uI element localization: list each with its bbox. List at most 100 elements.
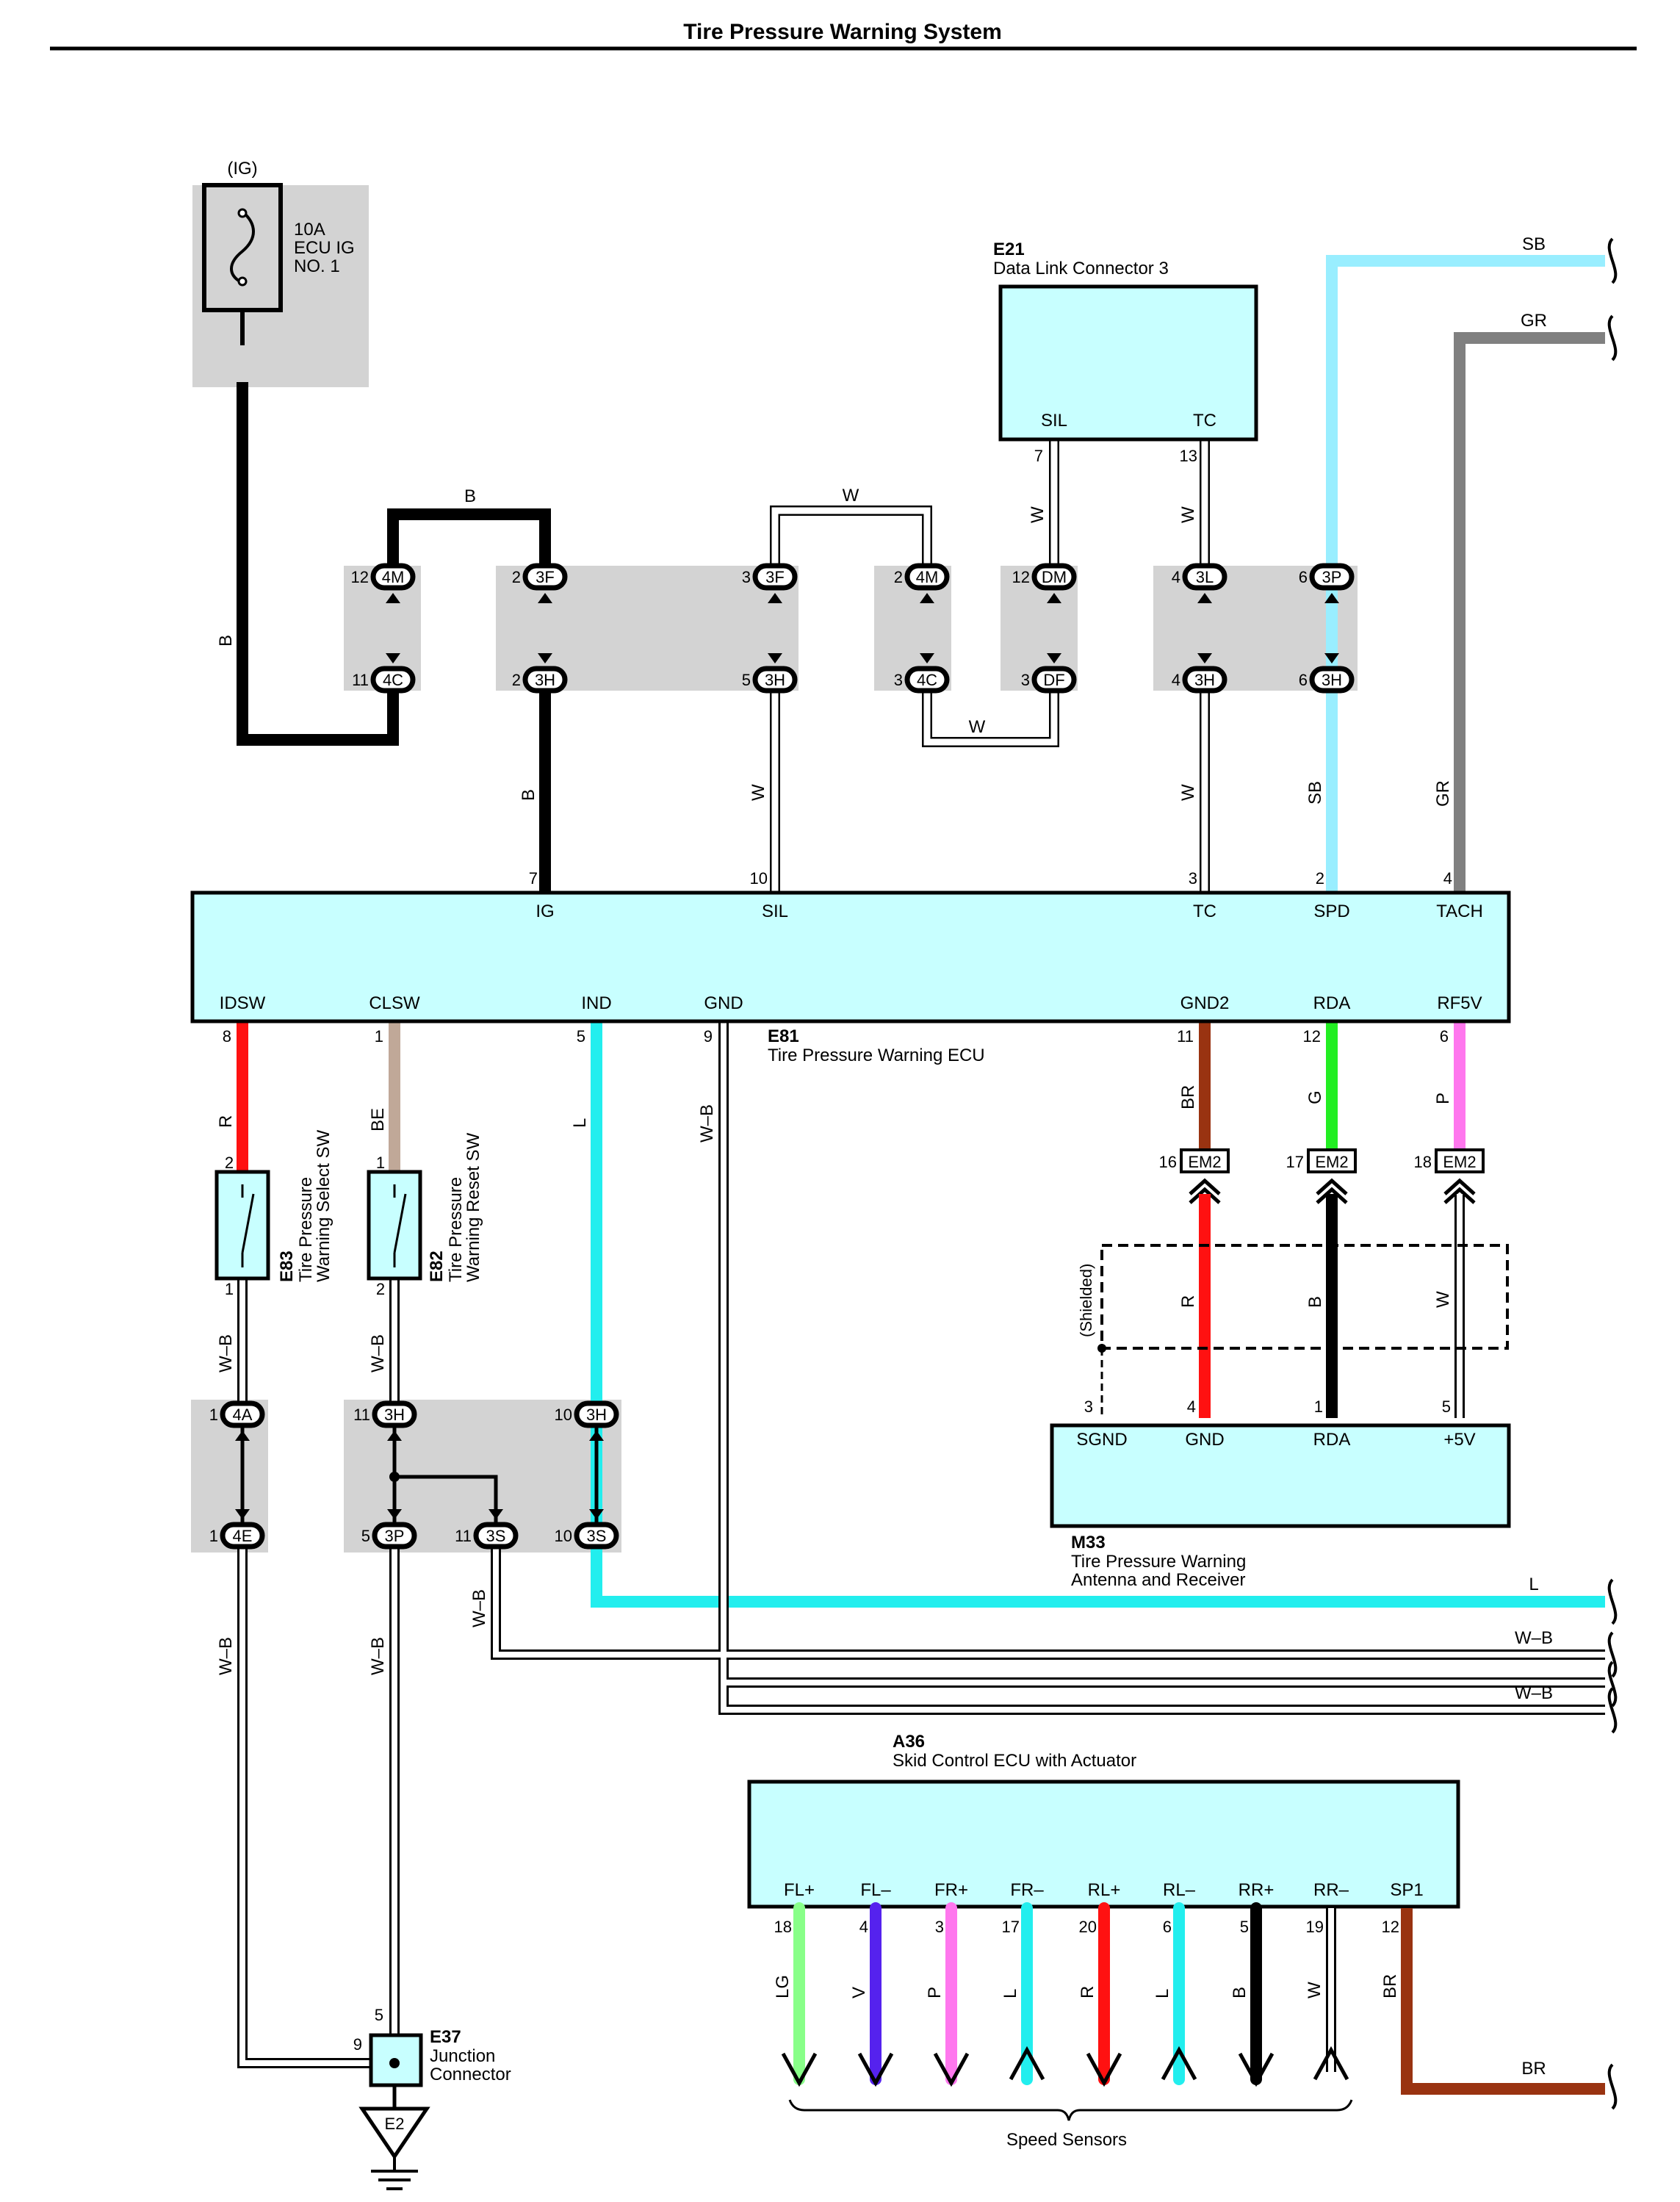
junction-connector-3h: 3H5	[742, 666, 798, 694]
svg-text:Tire Pressure Warning: Tire Pressure Warning	[1071, 1552, 1246, 1572]
wire-wb	[237, 1021, 1605, 2068]
svg-text:R: R	[216, 1115, 236, 1128]
m33-pin: 5	[1442, 1397, 1451, 1416]
skid-pins: FL+18LGFL–4VFR+3PFR–17LRL+20RRL–6LRR+5BR…	[773, 1880, 1605, 2095]
skid-pin-rr: RR+5B	[1230, 1880, 1274, 2087]
svg-text:L: L	[570, 1118, 590, 1128]
speed-sensors-brace	[788, 2099, 1353, 2121]
svg-text:3: 3	[894, 671, 903, 689]
ecu-bottom-pin-label: RDA	[1313, 993, 1351, 1013]
svg-text:GR: GR	[1521, 311, 1547, 331]
junction-connector-e37: 5 9 E37 Junction Connector E2	[353, 2006, 511, 2190]
svg-text:Junction: Junction	[430, 2046, 495, 2066]
ecu-bottom-pin: 1	[375, 1027, 383, 1046]
svg-text:B: B	[1230, 1987, 1250, 1998]
svg-text:3H: 3H	[586, 1406, 607, 1424]
e82-label: E82 Tire Pressure Warning Reset SW	[427, 1132, 483, 1282]
ecu-top-pin: 10	[750, 869, 768, 888]
wire-gr	[1454, 332, 1605, 893]
svg-text:B: B	[519, 789, 538, 801]
e82-pin-top: 1	[376, 1154, 385, 1172]
ecu-top-pin: 2	[1316, 869, 1324, 888]
fuse-name-1: ECU IG	[294, 238, 355, 258]
svg-text:FL+: FL+	[784, 1880, 815, 1900]
skid-pin-rr: RR– 19W	[1305, 1880, 1349, 2081]
svg-text:4: 4	[859, 1918, 868, 1936]
connector-arrow	[768, 593, 782, 663]
dlc-sil-pin: 7	[1034, 447, 1043, 465]
ecu-top-pin-label: SPD	[1313, 902, 1349, 921]
shield-box	[1100, 1244, 1509, 1350]
fuse-amp: 10A	[294, 220, 325, 240]
svg-text:W: W	[1178, 506, 1198, 523]
svg-text:L: L	[1529, 1575, 1538, 1594]
m33-pin-label: RDA	[1313, 1430, 1351, 1450]
svg-text:W: W	[1028, 506, 1048, 523]
ecu-top-pin-label: IG	[536, 902, 554, 921]
svg-text:Skid Control ECU with Actuator: Skid Control ECU with Actuator	[893, 1751, 1136, 1771]
dlc-sil-label: SIL	[1041, 411, 1067, 431]
svg-text:W: W	[1178, 784, 1198, 801]
wire-w	[770, 439, 1210, 893]
svg-text:4M: 4M	[916, 568, 939, 586]
svg-text:5: 5	[361, 1527, 370, 1545]
svg-text:Warning Reset SW: Warning Reset SW	[464, 1132, 483, 1282]
ecu-bottom-pin-label: RF5V	[1437, 993, 1482, 1013]
svg-text:BR: BR	[1521, 2059, 1546, 2079]
switch-e83	[214, 1170, 270, 1281]
ecu-top-pin: 7	[529, 869, 538, 888]
ecu-top-pin: 4	[1443, 869, 1452, 888]
svg-text:FR+: FR+	[934, 1880, 968, 1900]
svg-text:B: B	[1305, 1296, 1325, 1308]
e83-pin-top: 2	[225, 1154, 234, 1172]
fuse-name-2: NO. 1	[294, 256, 340, 276]
svg-text:RL–: RL–	[1163, 1880, 1196, 1900]
m33-pin: 1	[1314, 1397, 1323, 1416]
data-link-connector-e21: E21 Data Link Connector 3 SIL TC 7 13	[993, 240, 1258, 465]
junction-connector-3h: 3H2	[512, 666, 568, 694]
svg-text:3H: 3H	[765, 671, 785, 689]
ecu-id: E81	[768, 1026, 799, 1046]
connector-arrow	[920, 593, 934, 663]
svg-text:SB: SB	[1522, 234, 1546, 254]
junction-connector-df: DF3	[1021, 666, 1077, 694]
svg-text:W–B: W–B	[1515, 1683, 1553, 1703]
page-title: Tire Pressure Warning System	[683, 20, 1002, 44]
svg-text:Warning Select SW: Warning Select SW	[314, 1129, 334, 1282]
svg-text:4: 4	[1172, 671, 1180, 689]
svg-text:W: W	[1305, 1982, 1324, 1998]
dlc-id: E21	[993, 240, 1025, 259]
svg-text:DM: DM	[1042, 568, 1067, 586]
skid-pin-fl: FL–4V	[849, 1880, 894, 2087]
dlc-name: Data Link Connector 3	[993, 259, 1169, 278]
wire-break-marks	[1607, 237, 1618, 2110]
ecu-bottom-pin: 8	[223, 1027, 231, 1046]
svg-text:W: W	[843, 486, 859, 505]
svg-text:E37: E37	[430, 2027, 461, 2047]
ecu-bottom-pin-label: GND2	[1180, 993, 1230, 1013]
ecu-bottom-pin-label: IND	[581, 993, 611, 1013]
ecu-bottom-pin: 12	[1303, 1027, 1321, 1046]
skid-pin-rl: RL+20R	[1078, 1880, 1122, 2087]
wire-b	[237, 382, 551, 893]
junction-connector-3h: 3H4	[1172, 666, 1227, 694]
svg-text:W–B: W–B	[368, 1637, 388, 1675]
svg-text:19: 19	[1306, 1918, 1324, 1936]
svg-text:3: 3	[935, 1918, 944, 1936]
svg-text:2: 2	[512, 671, 521, 689]
svg-text:17: 17	[1002, 1918, 1020, 1936]
m33-pin: 4	[1187, 1397, 1196, 1416]
svg-text:18: 18	[774, 1918, 792, 1936]
switch-e82	[367, 1170, 422, 1281]
svg-text:5: 5	[1240, 1918, 1249, 1936]
m33-pin-label: SGND	[1076, 1430, 1127, 1450]
svg-text:5: 5	[375, 2006, 383, 2024]
svg-text:V: V	[849, 1987, 869, 1998]
fuse-ecu-ig-no1: (IG) 10A ECU IG NO. 1	[202, 159, 355, 312]
svg-text:RR–: RR–	[1313, 1880, 1349, 1900]
